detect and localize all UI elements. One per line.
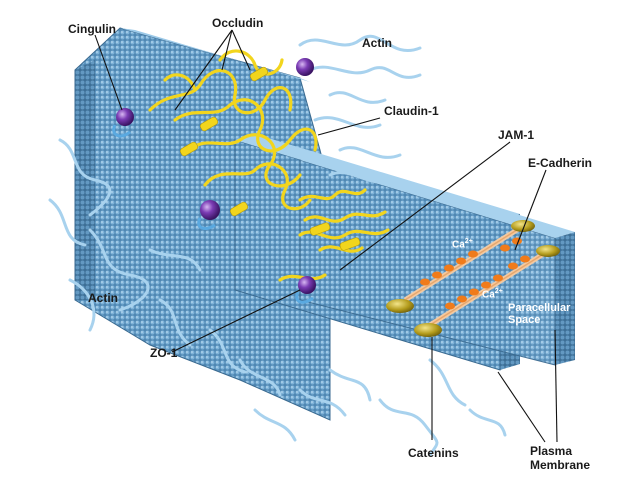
calcium-ion-text: Ca [452, 239, 465, 251]
actin-filaments [48, 34, 507, 457]
catenin-caps [386, 220, 560, 337]
label-plasma-line1: Plasma [530, 444, 573, 458]
zo1-spheres [112, 58, 316, 304]
calcium-charge-text: 2+ [464, 238, 473, 245]
label-plasma-membrane: Plasma Membrane [530, 444, 590, 472]
label-jam-1: JAM-1 [498, 128, 535, 142]
left-membrane-sheet [74, 27, 331, 421]
label-plasma-line2: Membrane [530, 458, 591, 472]
calcium-ion-text: Ca [482, 289, 495, 301]
label-calcium-lower: Ca2+ [482, 288, 503, 300]
leader-lines [94, 29, 558, 443]
label-claudin-1: Claudin-1 [384, 104, 439, 118]
occludin-coils [180, 66, 361, 251]
occludin-claudin-strands [148, 49, 390, 282]
label-actin-top: Actin [362, 36, 392, 50]
label-actin-left: Actin [88, 291, 118, 305]
label-occludin: Occludin [212, 16, 264, 30]
label-paracellular-line2: Space [508, 314, 541, 326]
label-paracellular-line1: Paracellular [508, 302, 571, 314]
label-catenins: Catenins [408, 446, 459, 460]
label-cingulin: Cingulin [68, 22, 116, 36]
calcium-beads [420, 237, 530, 310]
label-e-cadherin: E-Cadherin [528, 156, 593, 170]
right-membrane-sheet [299, 154, 575, 366]
label-calcium-upper: Ca2+ [452, 238, 473, 250]
label-zo-1: ZO-1 [150, 346, 178, 360]
label-paracellular-space: Paracellular Space [508, 302, 570, 326]
calcium-charge-text: 2+ [494, 288, 503, 295]
